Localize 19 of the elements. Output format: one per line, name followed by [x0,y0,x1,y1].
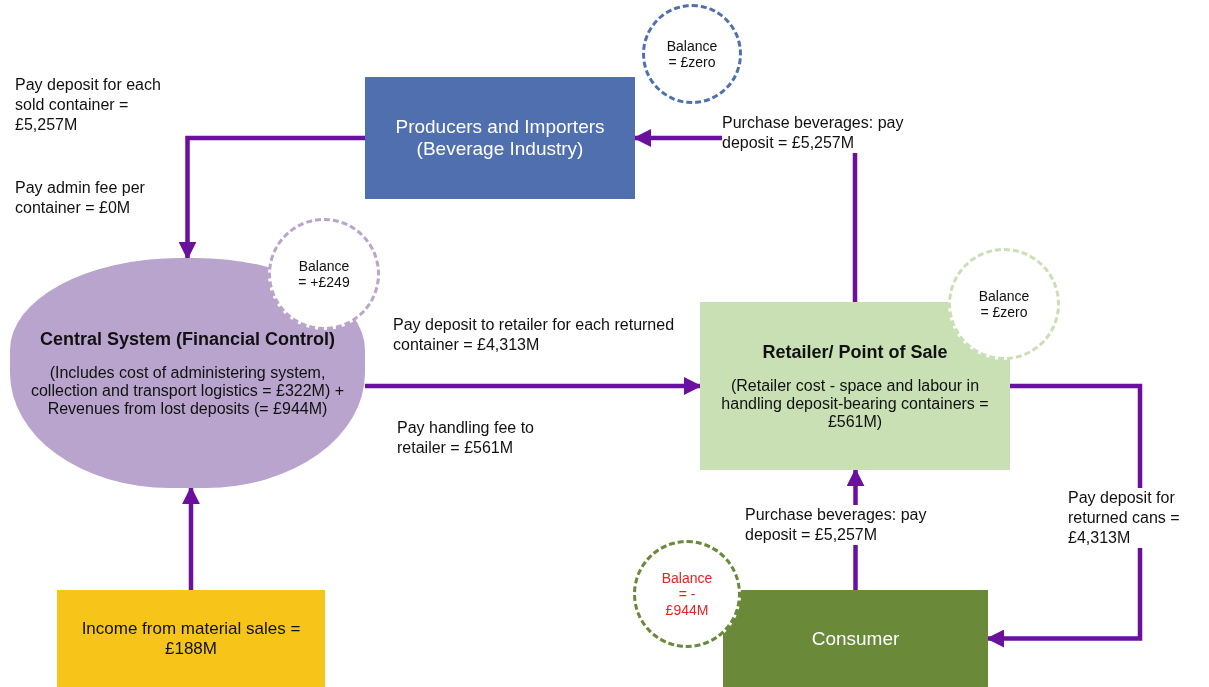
arrow [178,135,365,260]
flow-note: Pay admin fee per container = £0M [15,178,145,218]
node-label: Balance = -£944M [660,570,714,618]
node-label: Income from material sales = £188M [80,618,302,659]
process-box [723,590,988,687]
arrow [365,377,702,395]
arrow [182,486,200,590]
node-label: Producers and Importers (Beverage Industry) [394,116,606,160]
node-label: Balance = +£249 [297,258,351,290]
process-box [57,590,325,687]
node-label: Consumer [811,627,900,650]
node-label: Balance = £zero [977,288,1031,320]
node-label: Balance = £zero [666,38,718,70]
flow-note: Pay handling fee to retailer = £561M [397,418,535,458]
node-heading: Retailer/ Point of Sale [762,341,948,363]
process-box [365,77,635,199]
node-description: (Includes cost of administering system, collection and transport logistics = £322M) + Revenues from lost deposits (= £944M) [29,363,346,418]
node-heading: Central System (Financial Control) [39,328,336,350]
node-description: (Retailer cost - space and labour in handling deposit-bearing containers = £561M) [720,376,990,431]
